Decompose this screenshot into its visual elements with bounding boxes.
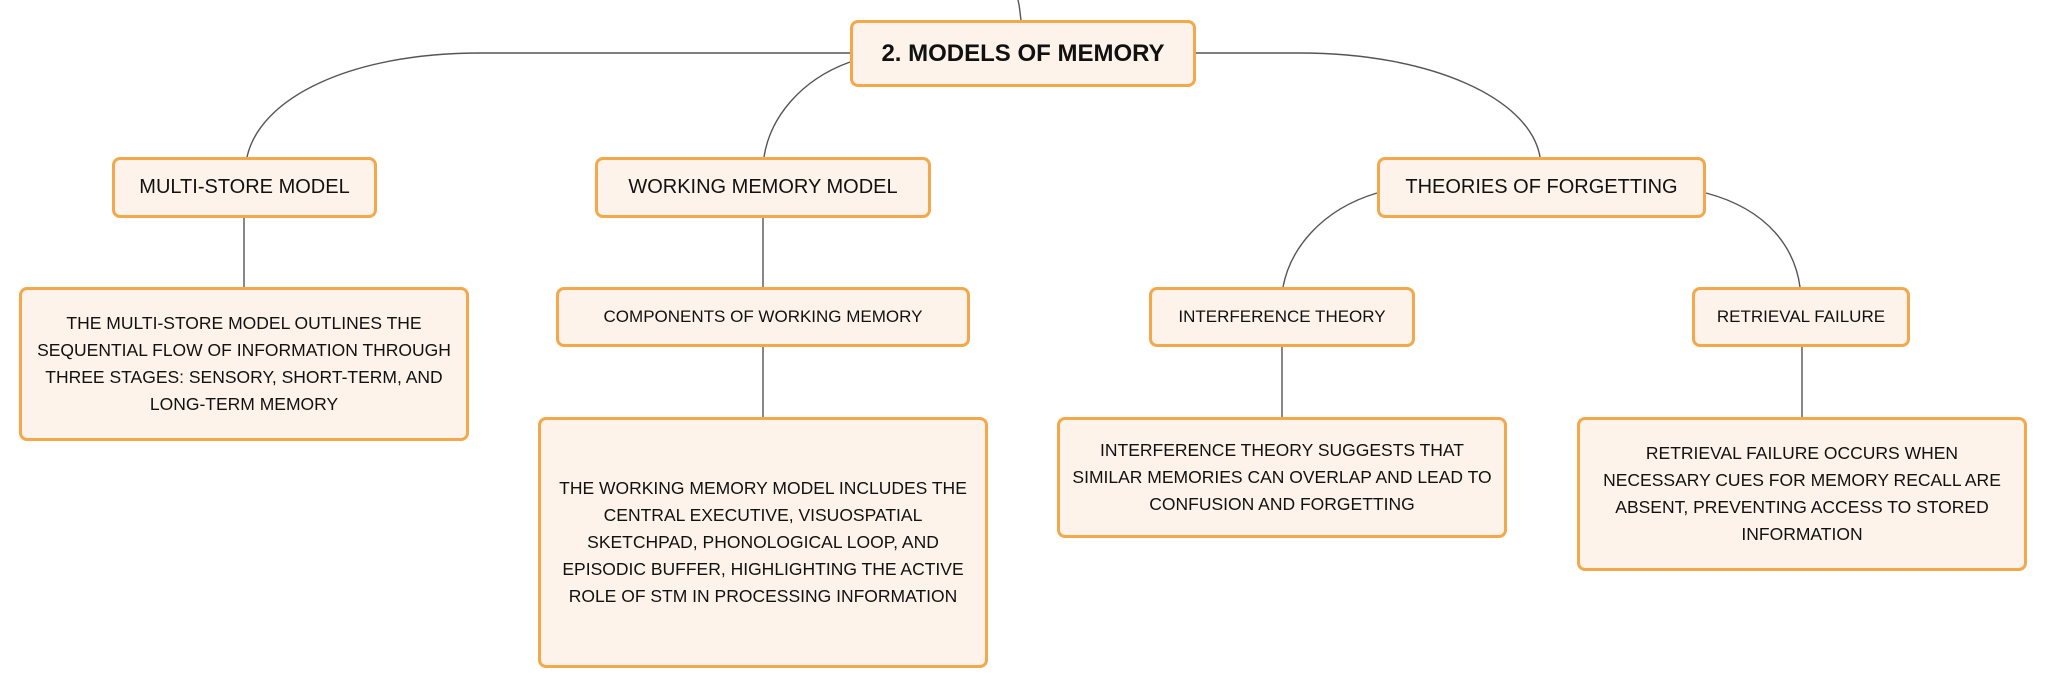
multi-store-model-label: MULTI-STORE MODEL [139,176,350,198]
root-label: 2. MODELS OF MEMORY [881,39,1165,67]
interference-theory-label: INTERFERENCE THEORY [1178,307,1386,326]
connector-root-to-multi-store [246,52,850,158]
connector-root-to-working-memory [763,61,851,158]
interference-theory-node[interactable]: INTERFERENCE THEORY [1149,287,1415,347]
root-node[interactable]: 2. MODELS OF MEMORY [850,20,1196,87]
working-memory-model-label: WORKING MEMORY MODEL [628,176,898,198]
components-of-working-memory-node[interactable]: COMPONENTS OF WORKING MEMORY [556,287,970,347]
connector-forgetting-to-retrieval [1705,192,1801,288]
components-of-working-memory-label: COMPONENTS OF WORKING MEMORY [603,307,923,326]
interference-theory-detail-node[interactable]: INTERFERENCE THEORY SUGGESTS THAT SIMILA… [1057,417,1507,538]
working-memory-detail-text: THE WORKING MEMORY MODEL INCLUDES THE CE… [559,478,967,606]
retrieval-failure-label: RETRIEVAL FAILURE [1716,307,1886,326]
working-memory-detail-node[interactable]: THE WORKING MEMORY MODEL INCLUDES THE CE… [538,417,988,668]
retrieval-failure-detail-text: RETRIEVAL FAILURE OCCURS WHEN NECESSARY … [1603,443,2001,544]
theories-of-forgetting-node[interactable]: THEORIES OF FORGETTING [1377,157,1706,218]
connector-parent-to-root [1017,0,1022,21]
connector-forgetting-to-interference [1282,192,1378,288]
multi-store-model-node[interactable]: MULTI-STORE MODEL [112,157,377,218]
interference-theory-detail-text: INTERFERENCE THEORY SUGGESTS THAT SIMILA… [1072,440,1492,514]
retrieval-failure-node[interactable]: RETRIEVAL FAILURE [1692,287,1910,347]
retrieval-failure-detail-node[interactable]: RETRIEVAL FAILURE OCCURS WHEN NECESSARY … [1577,417,2027,571]
multi-store-model-detail-node[interactable]: THE MULTI-STORE MODEL OUTLINES THE SEQUE… [19,287,469,441]
connector-root-to-forgetting [1195,52,1541,158]
multi-store-model-detail-text: THE MULTI-STORE MODEL OUTLINES THE SEQUE… [37,313,451,414]
working-memory-model-node[interactable]: WORKING MEMORY MODEL [595,157,931,218]
theories-of-forgetting-label: THEORIES OF FORGETTING [1405,176,1678,198]
